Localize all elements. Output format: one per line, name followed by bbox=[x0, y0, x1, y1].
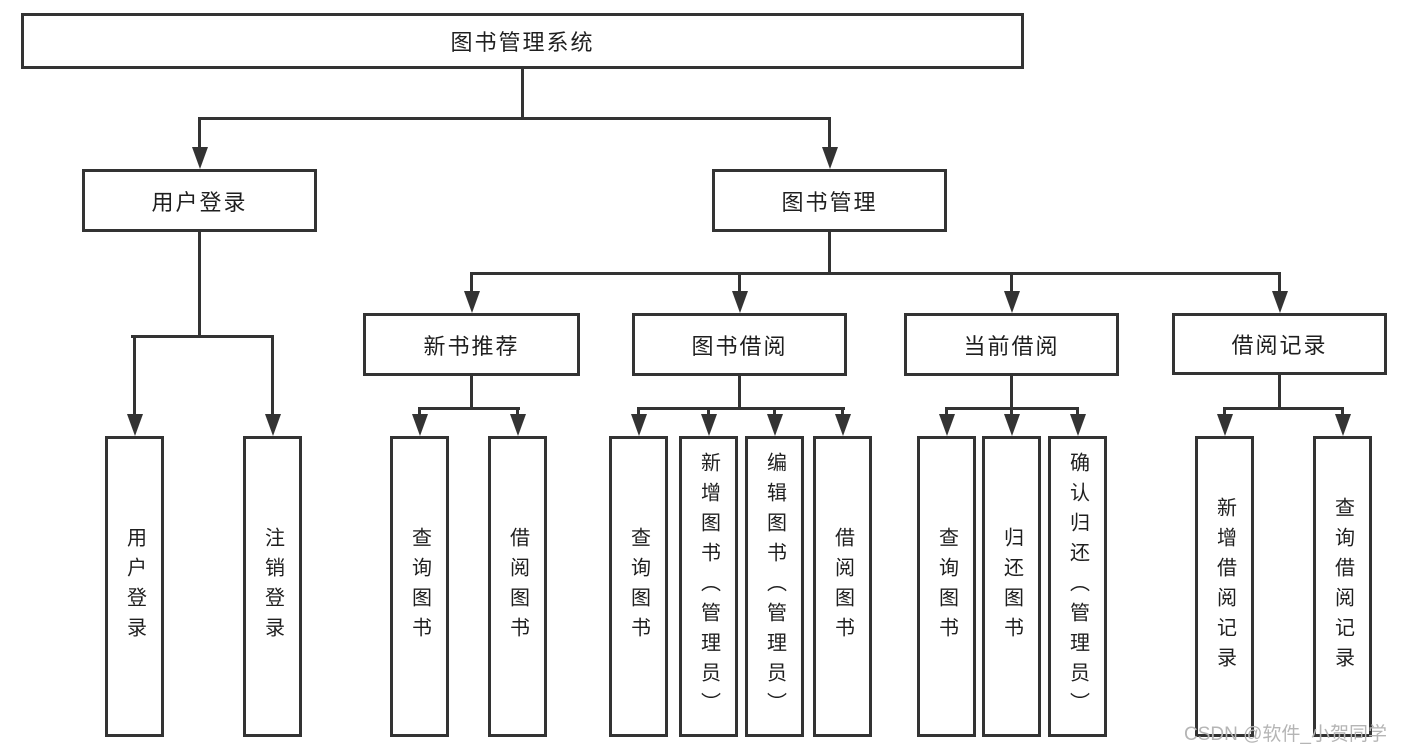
connector-line bbox=[131, 335, 274, 338]
arrow-down-icon bbox=[470, 272, 473, 291]
leaf-borrow-books-label: 借阅图书 bbox=[831, 526, 854, 647]
arrow-down-icon bbox=[828, 117, 831, 147]
leaf-logout-label: 注销登录 bbox=[261, 526, 284, 647]
connector-line bbox=[470, 272, 1281, 275]
leaf-user-login: 用户登录 bbox=[105, 436, 164, 737]
node-root-label: 图书管理系统 bbox=[450, 30, 595, 55]
connector-line bbox=[198, 232, 201, 335]
leaf-query-books-recommend-label: 查询图书 bbox=[408, 526, 431, 647]
leaf-return-book: 归还图书 bbox=[982, 436, 1041, 737]
leaf-add-book-admin-label: 新增图书（管理员） bbox=[697, 451, 720, 722]
arrow-down-icon bbox=[133, 335, 136, 414]
node-current-borrow-label: 当前借阅 bbox=[963, 333, 1060, 359]
arrow-down-icon bbox=[516, 407, 519, 414]
node-borrow-records-label: 借阅记录 bbox=[1231, 333, 1328, 358]
leaf-user-login-label: 用户登录 bbox=[123, 526, 146, 647]
node-new-book-recommend: 新书推荐 bbox=[363, 313, 580, 376]
arrow-down-icon bbox=[945, 407, 948, 414]
leaf-query-books-borrow-label: 查询图书 bbox=[627, 526, 650, 647]
node-new-book-recommend-label: 新书推荐 bbox=[423, 333, 520, 359]
leaf-logout: 注销登录 bbox=[243, 436, 302, 737]
node-user-login: 用户登录 bbox=[82, 169, 317, 232]
connector-line bbox=[418, 407, 520, 410]
leaf-confirm-return-admin: 确认归还（管理员） bbox=[1048, 436, 1107, 737]
leaf-query-books-current-label: 查询图书 bbox=[935, 526, 958, 647]
connector-line bbox=[1278, 375, 1281, 407]
connector-line bbox=[828, 232, 831, 272]
connector-line bbox=[637, 407, 845, 410]
connector-line bbox=[470, 376, 473, 407]
arrow-down-icon bbox=[773, 407, 776, 414]
connector-line bbox=[738, 376, 741, 407]
arrow-down-icon bbox=[841, 407, 844, 414]
arrow-down-icon bbox=[271, 335, 274, 414]
leaf-edit-book-admin-label: 编辑图书（管理员） bbox=[763, 451, 786, 722]
leaf-query-books-current: 查询图书 bbox=[917, 436, 976, 737]
node-user-login-label: 用户登录 bbox=[151, 189, 248, 215]
leaf-confirm-return-admin-label: 确认归还（管理员） bbox=[1066, 451, 1089, 722]
leaf-edit-book-admin: 编辑图书（管理员） bbox=[745, 436, 804, 737]
arrow-down-icon bbox=[198, 117, 201, 147]
leaf-query-borrow-record: 查询借阅记录 bbox=[1313, 436, 1372, 737]
leaf-add-borrow-record: 新增借阅记录 bbox=[1195, 436, 1254, 737]
node-book-management-label: 图书管理 bbox=[781, 189, 878, 215]
arrow-down-icon bbox=[1341, 407, 1344, 414]
arrow-down-icon bbox=[1010, 272, 1013, 291]
connector-line bbox=[198, 117, 831, 120]
leaf-borrow-books-recommend: 借阅图书 bbox=[488, 436, 547, 737]
node-book-management: 图书管理 bbox=[712, 169, 947, 232]
leaf-query-borrow-record-label: 查询借阅记录 bbox=[1331, 496, 1354, 677]
node-book-borrow: 图书借阅 bbox=[632, 313, 847, 376]
leaf-borrow-books-recommend-label: 借阅图书 bbox=[506, 526, 529, 647]
node-current-borrow: 当前借阅 bbox=[904, 313, 1119, 376]
leaf-borrow-books: 借阅图书 bbox=[813, 436, 872, 737]
arrow-down-icon bbox=[1278, 272, 1281, 291]
node-borrow-records: 借阅记录 bbox=[1172, 313, 1387, 375]
node-book-borrow-label: 图书借阅 bbox=[691, 333, 788, 359]
leaf-query-books-recommend: 查询图书 bbox=[390, 436, 449, 737]
connector-line bbox=[1223, 407, 1344, 410]
arrow-down-icon bbox=[418, 407, 421, 414]
connector-line bbox=[520, 69, 524, 117]
leaf-add-borrow-record-label: 新增借阅记录 bbox=[1213, 496, 1236, 677]
arrow-down-icon bbox=[738, 272, 741, 291]
watermark: CSDN @软件_小贺同学 bbox=[1184, 724, 1387, 745]
arrow-down-icon bbox=[637, 407, 640, 414]
leaf-return-book-label: 归还图书 bbox=[1000, 526, 1023, 647]
arrow-down-icon bbox=[707, 407, 710, 414]
arrow-down-icon bbox=[1076, 407, 1079, 414]
connector-line bbox=[1010, 376, 1013, 407]
node-root: 图书管理系统 bbox=[21, 13, 1024, 69]
leaf-query-books-borrow: 查询图书 bbox=[609, 436, 668, 737]
arrow-down-icon bbox=[1010, 407, 1013, 414]
leaf-add-book-admin: 新增图书（管理员） bbox=[679, 436, 738, 737]
arrow-down-icon bbox=[1223, 407, 1226, 414]
